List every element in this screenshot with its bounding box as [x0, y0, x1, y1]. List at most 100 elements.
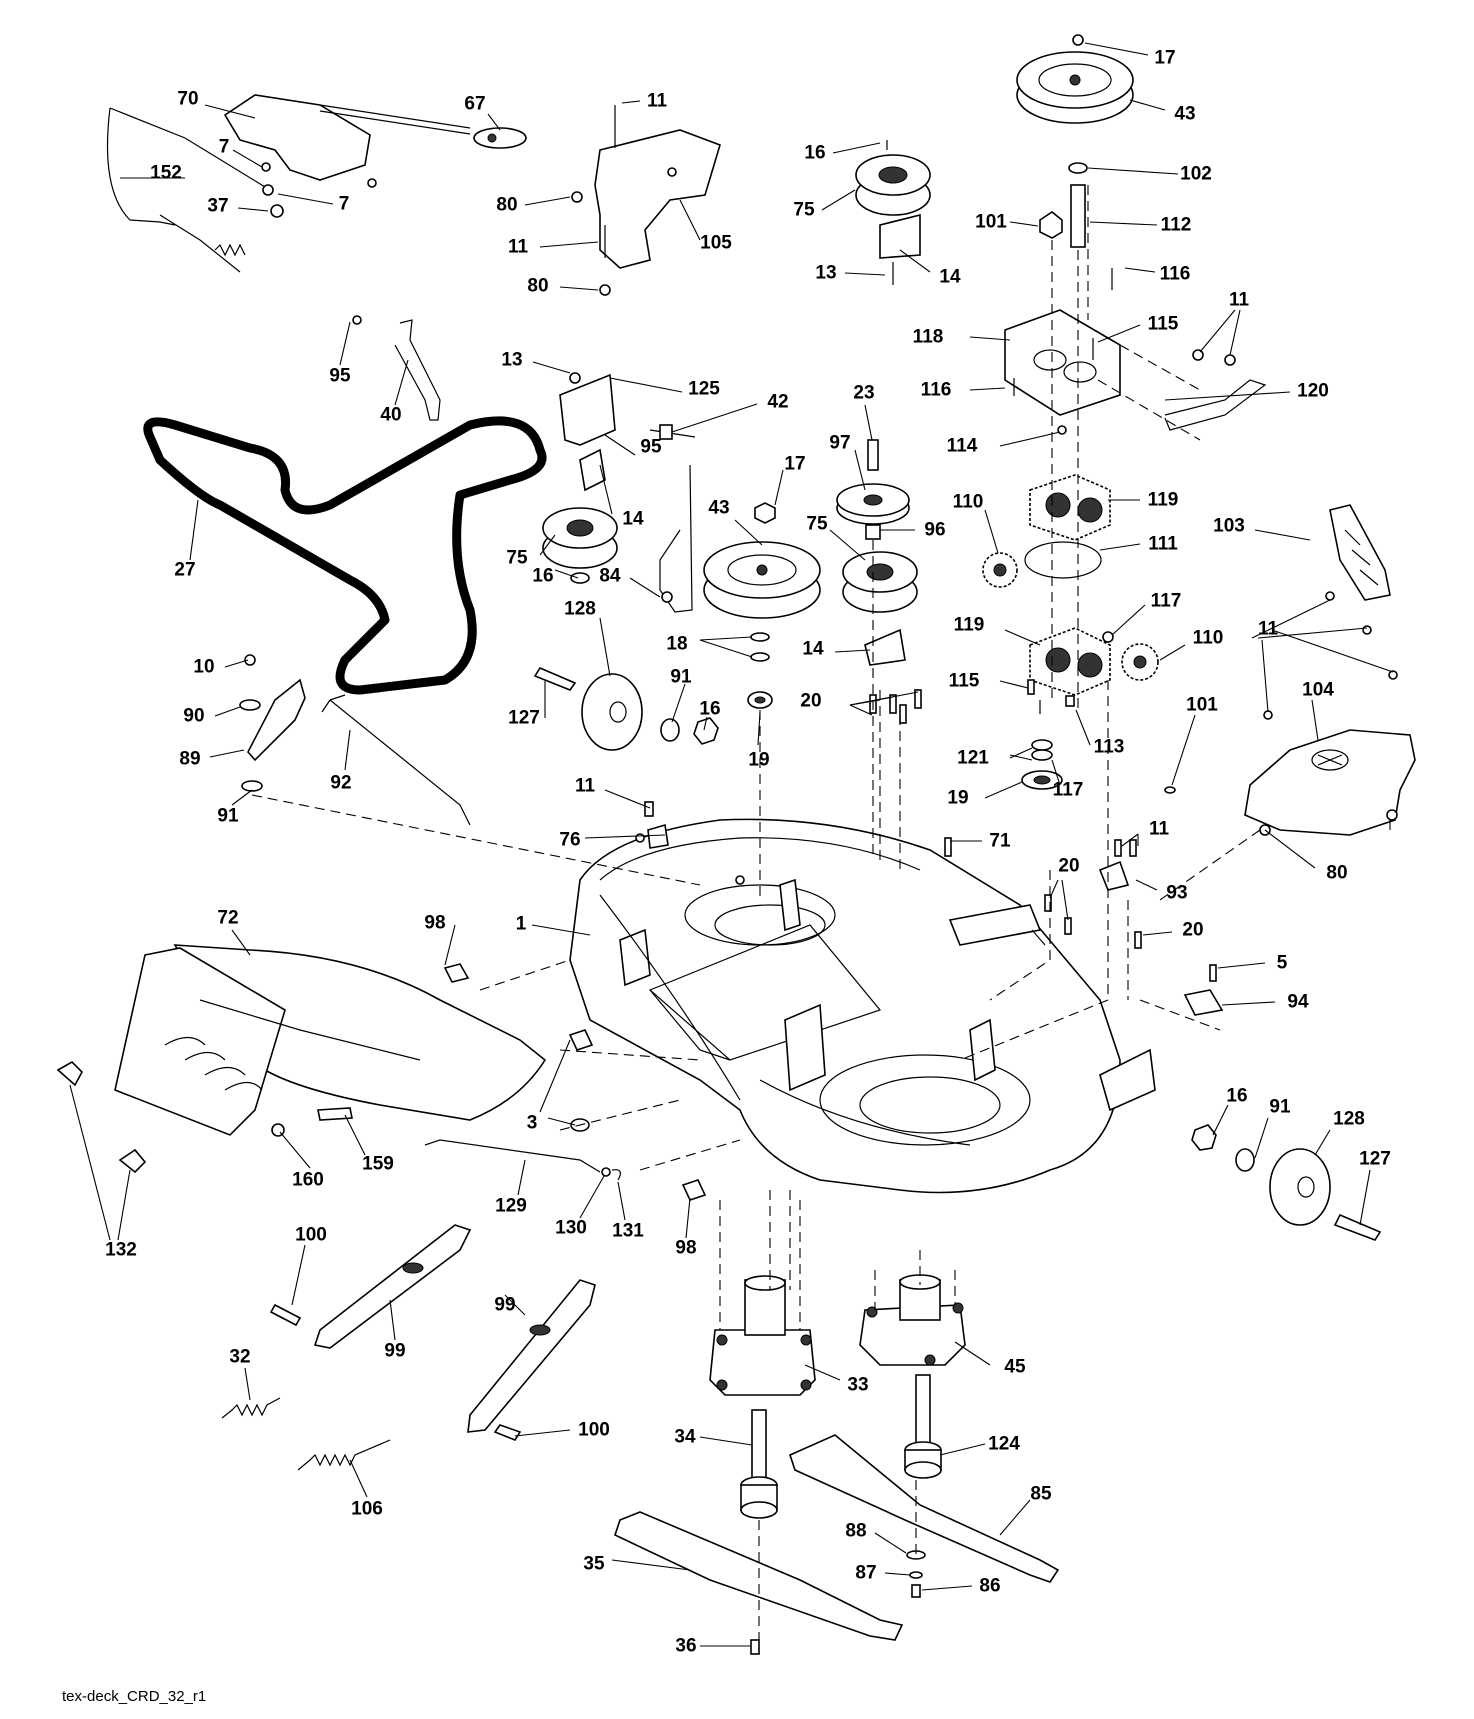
- part-label-94: 94: [1287, 991, 1309, 1013]
- part-label-159: 159: [362, 1153, 394, 1175]
- part-label-100: 100: [578, 1419, 610, 1441]
- rod-92: [329, 699, 471, 826]
- assembly-lines: [251, 185, 1391, 1640]
- part-label-72: 72: [217, 907, 239, 929]
- part-label-19: 19: [947, 787, 969, 809]
- discharge-chute: [56, 944, 547, 1174]
- part-label-99: 99: [494, 1294, 516, 1316]
- cover-104: [1244, 729, 1416, 836]
- bracket-40: [394, 319, 441, 421]
- shaft-34: [740, 1409, 778, 1519]
- part-label-35: 35: [583, 1553, 605, 1575]
- part-label-67: 67: [464, 93, 486, 115]
- part-label-98: 98: [424, 912, 446, 934]
- part-label-43: 43: [1174, 103, 1196, 125]
- drive-belt: [143, 416, 547, 695]
- part-label-129: 129: [495, 1195, 527, 1217]
- part-label-120: 120: [1297, 380, 1329, 402]
- part-label-115: 115: [1147, 313, 1179, 335]
- part-label-14: 14: [939, 266, 961, 288]
- part-label-10: 10: [193, 656, 215, 678]
- idler-pulley-top: [855, 140, 931, 285]
- part-label-128: 128: [1333, 1108, 1365, 1130]
- part-label-106: 106: [351, 1498, 383, 1520]
- part-label-16: 16: [532, 565, 554, 587]
- part-label-19: 19: [748, 749, 770, 771]
- part-label-95: 95: [329, 365, 351, 387]
- part-label-111: 111: [1148, 533, 1178, 555]
- part-label-3: 3: [526, 1112, 538, 1134]
- part-label-91: 91: [1269, 1096, 1291, 1118]
- part-label-70: 70: [177, 88, 199, 110]
- part-label-128: 128: [564, 598, 596, 620]
- link-rod-129: [424, 1139, 601, 1173]
- part-label-20: 20: [800, 690, 822, 712]
- part-label-127: 127: [1359, 1148, 1391, 1170]
- part-label-13: 13: [815, 262, 837, 284]
- part-label-18: 18: [666, 633, 688, 655]
- pulley-97: [836, 439, 910, 540]
- part-label-117: 117: [1052, 779, 1084, 801]
- lift-arm-99-left: [313, 1224, 472, 1349]
- part-label-84: 84: [599, 565, 621, 587]
- part-label-97: 97: [829, 432, 851, 454]
- part-label-89: 89: [179, 748, 201, 770]
- shield-103: [1329, 504, 1391, 601]
- part-label-7: 7: [338, 193, 350, 215]
- part-label-37: 37: [207, 195, 229, 217]
- part-label-42: 42: [767, 391, 789, 413]
- part-label-11: 11: [574, 775, 596, 797]
- part-label-130: 130: [555, 1217, 587, 1239]
- part-label-33: 33: [847, 1374, 869, 1396]
- idler-pulley-75-left: [542, 372, 696, 584]
- gauge-wheel-left: [533, 666, 719, 751]
- part-label-36: 36: [675, 1635, 697, 1657]
- part-label-80: 80: [496, 194, 518, 216]
- part-label-117: 117: [1150, 590, 1182, 612]
- part-label-160: 160: [292, 1169, 324, 1191]
- part-label-11: 11: [507, 236, 529, 258]
- part-label-76: 76: [559, 829, 581, 851]
- part-label-131: 131: [612, 1220, 644, 1242]
- part-label-71: 71: [989, 830, 1011, 852]
- diagram-reference: tex-deck_CRD_32_r1: [62, 1688, 207, 1705]
- part-label-132: 132: [105, 1239, 137, 1261]
- part-label-127: 127: [508, 707, 540, 729]
- part-label-114: 114: [946, 435, 978, 457]
- part-label-17: 17: [1154, 47, 1176, 69]
- part-label-121: 121: [957, 747, 989, 769]
- part-label-93: 93: [1166, 882, 1188, 904]
- shaft-124: [904, 1374, 942, 1479]
- part-label-100: 100: [295, 1224, 327, 1246]
- part-label-23: 23: [853, 382, 875, 404]
- part-label-20: 20: [1058, 855, 1080, 877]
- part-label-11: 11: [1228, 289, 1250, 311]
- idler-pulley-75: [842, 551, 918, 666]
- part-label-104: 104: [1302, 679, 1334, 701]
- lift-arm-99-right: [467, 1279, 596, 1433]
- part-label-91: 91: [670, 666, 692, 688]
- part-label-88: 88: [845, 1520, 867, 1542]
- part-label-110: 110: [952, 491, 984, 513]
- part-label-16: 16: [1226, 1085, 1248, 1107]
- part-label-27: 27: [174, 559, 196, 581]
- part-label-45: 45: [1004, 1356, 1026, 1378]
- part-label-43: 43: [708, 497, 730, 519]
- part-label-16: 16: [804, 142, 826, 164]
- part-label-101: 101: [975, 211, 1007, 233]
- part-label-11: 11: [1257, 618, 1279, 640]
- part-label-119: 119: [1147, 489, 1179, 511]
- spindle-33: [709, 1275, 816, 1396]
- part-label-113: 113: [1093, 736, 1125, 758]
- part-label-1: 1: [515, 913, 527, 935]
- part-label-75: 75: [506, 547, 528, 569]
- part-label-95: 95: [640, 436, 662, 458]
- part-label-80: 80: [527, 275, 549, 297]
- part-label-40: 40: [380, 404, 402, 426]
- part-label-102: 102: [1180, 163, 1212, 185]
- part-label-75: 75: [793, 199, 815, 221]
- part-label-17: 17: [784, 453, 806, 475]
- part-label-118: 118: [912, 326, 944, 348]
- cable-bracket-assembly: [106, 94, 527, 273]
